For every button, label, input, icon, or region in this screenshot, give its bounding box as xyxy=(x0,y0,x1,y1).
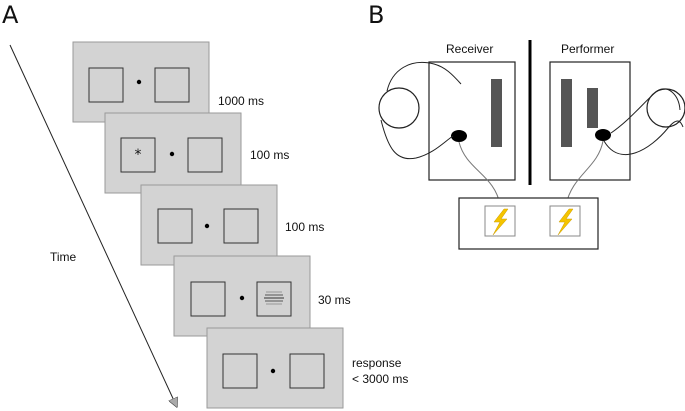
receiver-head xyxy=(378,87,420,129)
fixation-dot xyxy=(169,151,175,157)
lightning-bolt-icon xyxy=(557,208,574,236)
frame-3-duration: 100 ms xyxy=(285,220,325,234)
performer-label: Performer xyxy=(561,42,615,56)
receiver-setup xyxy=(378,61,516,206)
receiver-cable xyxy=(386,62,462,92)
receiver-screen-box xyxy=(428,61,516,181)
time-arrow xyxy=(9,44,176,405)
performer-setup xyxy=(549,61,685,206)
performer-electrode xyxy=(595,129,611,141)
stimulator-unit xyxy=(458,197,599,250)
frame-2-duration: 100 ms xyxy=(250,148,290,162)
receiver-stim-wire xyxy=(458,141,501,206)
frame-1-duration: 1000 ms xyxy=(218,94,265,108)
frame-5-duration-line2: < 3000 ms xyxy=(352,372,409,386)
left-placeholder-box xyxy=(190,281,226,317)
panel-a-letter: A xyxy=(2,1,19,29)
right-placeholder-box xyxy=(154,67,190,103)
lightning-bolt-icon xyxy=(492,208,509,236)
trial-frame-2: * xyxy=(104,112,242,194)
right-placeholder-box xyxy=(289,353,325,389)
fixation-dot xyxy=(270,368,276,374)
left-placeholder-box xyxy=(88,67,124,103)
trial-frame-5 xyxy=(206,327,344,409)
frame-4-duration: 30 ms xyxy=(318,293,351,307)
receiver-electrode xyxy=(451,130,467,142)
frame-5-duration-line1: response xyxy=(352,356,402,370)
panel-b-letter: B xyxy=(368,1,385,29)
right-placeholder-box xyxy=(223,208,259,244)
cue-asterisk: * xyxy=(135,147,142,163)
left-placeholder-box xyxy=(222,353,258,389)
receiver-display-bar xyxy=(491,79,502,147)
performer-cable-lower xyxy=(603,120,684,155)
fixation-dot xyxy=(204,223,210,229)
performer-cable xyxy=(610,88,681,134)
right-placeholder-box xyxy=(256,281,292,317)
performer-display-bar-right xyxy=(587,88,598,128)
left-placeholder-box xyxy=(157,208,193,244)
receiver-cable-lower xyxy=(380,119,454,160)
fixation-dot xyxy=(239,295,245,301)
left-placeholder-box xyxy=(120,137,156,173)
time-axis-label: Time xyxy=(50,250,77,264)
fixation-dot xyxy=(136,79,142,85)
grating-target xyxy=(264,291,284,305)
performer-display-bar-left xyxy=(561,79,572,147)
receiver-label: Receiver xyxy=(446,42,494,56)
right-placeholder-box xyxy=(187,137,223,173)
performer-stim-wire xyxy=(565,140,604,206)
trial-frame-1 xyxy=(72,41,210,123)
trial-frame-4 xyxy=(173,255,311,337)
trial-frame-3 xyxy=(140,184,278,266)
performer-screen-box xyxy=(549,61,631,181)
